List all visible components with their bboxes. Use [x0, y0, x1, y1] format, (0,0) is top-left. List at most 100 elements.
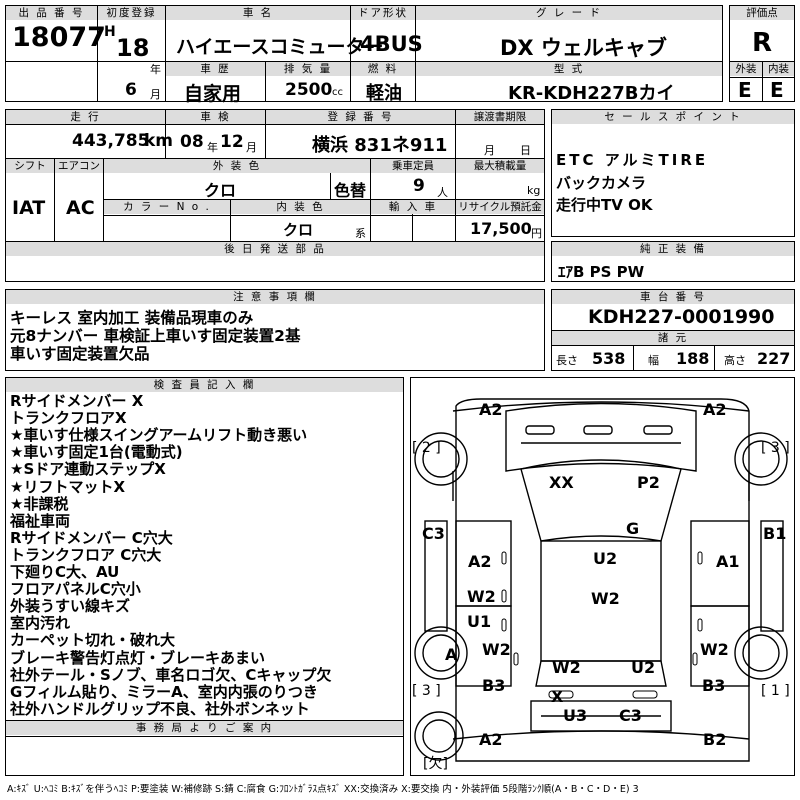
mark: C3	[422, 524, 445, 543]
mark: XX	[549, 473, 574, 492]
transfer-day-unit: 日	[520, 144, 531, 157]
length-value: 538	[592, 349, 626, 368]
mark: U1	[467, 612, 492, 631]
corner-tr: [ 3 ]	[761, 440, 790, 456]
history-value: 自家用	[184, 83, 242, 105]
note-line-2: 元8ナンバー 車検証上車いす固定装置2基	[10, 327, 301, 345]
model-name-label: 車 名	[166, 6, 350, 20]
recycle-unit: 円	[531, 227, 542, 240]
mark: W2	[552, 658, 581, 677]
transfer-month-unit: 月	[484, 144, 495, 157]
sales-point-1: ETC アルミTIRE	[556, 151, 709, 169]
length-label: 長さ	[556, 354, 578, 367]
plate-value: 横浜 831ネ911	[312, 135, 448, 156]
mark: B1	[763, 524, 787, 543]
inspection-label: 車 検	[166, 110, 265, 124]
inspector-note: ★リフトマットX	[10, 477, 126, 496]
first-reg-label: 初度登録	[98, 6, 165, 20]
int-color-unit: 系	[355, 227, 366, 240]
missing-label: [欠]	[423, 756, 448, 772]
notes-label: 注 意 事 項 欄	[6, 290, 544, 304]
mark: U2	[631, 658, 656, 677]
sales-points-label: セ ー ル ス ポ イ ン ト	[552, 110, 794, 124]
damage-diagram: [ 2 ] [ 3 ] [ 3 ] [ 1 ] [欠] A2 A2 XX P2 …	[410, 377, 795, 776]
mileage-label: 走 行	[6, 110, 165, 124]
inspector-note: Gフィルム貼り、ミラーA、室内内張のりつき	[10, 682, 318, 701]
note-line-1: キーレス 室内加工 装備品現車のみ	[10, 309, 254, 327]
height-label: 高さ	[724, 354, 746, 367]
interior-grade: E	[770, 78, 784, 102]
office-label: 事 務 局 よ り ご 案 内	[6, 721, 403, 735]
note-line-3: 車いす固定装置欠品	[10, 345, 150, 363]
max-load-label: 最大積載量	[456, 159, 544, 173]
width-label: 幅	[648, 354, 659, 367]
displacement-value: 2500	[285, 80, 333, 100]
genuine-value: ｴｱB PS PW	[558, 263, 645, 281]
transfer-label: 譲渡書期限	[456, 110, 544, 124]
score-label: 評価点	[730, 6, 794, 20]
specs-label: 諸 元	[552, 331, 794, 345]
inspector-note: ★非課税	[10, 494, 69, 513]
inspector-note: 室内汚れ	[10, 614, 71, 633]
mark: A2	[703, 400, 727, 419]
corner-br: [ 1 ]	[761, 683, 790, 699]
exterior-grade: E	[738, 78, 752, 102]
inspector-note: 福祉車両	[10, 511, 71, 530]
detail-block	[5, 109, 545, 242]
genuine-label: 純 正 装 備	[552, 242, 794, 256]
mark: W2	[591, 589, 620, 608]
grade-label: グ レ ー ド	[416, 6, 722, 20]
recycle-label: リサイクル預託金	[456, 200, 544, 214]
shift-value: IAT	[12, 197, 46, 219]
inspector-note: 社外ハンドルグリップ不良、社外ボンネット	[10, 699, 310, 718]
width-value: 188	[676, 349, 710, 368]
corner-tl: [ 2 ]	[412, 440, 441, 456]
mark: A2	[479, 730, 503, 749]
cc-unit: cc	[332, 87, 343, 98]
header-block	[5, 5, 723, 102]
inspector-note: トランクフロアX	[10, 409, 127, 428]
sales-points-box	[551, 109, 795, 237]
mileage-value: 443,785	[72, 131, 150, 151]
ext-color-label: 外 装 色	[104, 159, 370, 173]
recycle-value: 17,500	[470, 219, 532, 238]
legend-text: A:ｷｽﾞ U:ﾍｺﾐ B:ｷｽﾞを伴うﾍｺﾐ P:要塗装 W:補修跡 S:錆 …	[7, 784, 639, 795]
max-load-unit: kg	[527, 184, 541, 197]
mark: W2	[700, 640, 729, 659]
mark: W2	[467, 587, 496, 606]
score-value: R	[752, 28, 773, 58]
inspector-note: フロアパネルC穴小	[10, 580, 141, 599]
model-type-value: KR-KDH227Bカイ	[508, 83, 675, 104]
shift-label: シフト	[6, 159, 54, 173]
model-name: ハイエースコミューター	[176, 36, 384, 58]
color-no-label: カ ラ ー N o .	[104, 200, 230, 214]
inspection-month: 12	[220, 132, 244, 152]
mark: W2	[482, 640, 511, 659]
chassis-label: 車 台 番 号	[552, 290, 794, 304]
inspection-month-unit: 月	[246, 141, 257, 154]
inspector-note: ★Sドア連動ステップX	[10, 460, 166, 479]
mark: U2	[593, 549, 618, 568]
door-type: 4BUS	[360, 32, 423, 56]
mark: C3	[619, 706, 642, 725]
capacity-value: 9	[413, 176, 425, 196]
fuel-label: 燃 料	[351, 62, 415, 76]
mark: B3	[482, 676, 506, 695]
inspector-note: Rサイドメンバー X	[10, 392, 144, 410]
mark: A2	[479, 400, 503, 419]
sales-point-2: バックカメラ	[556, 174, 647, 192]
corner-bl: [ 3 ]	[412, 683, 441, 699]
inspector-note: ★車いす仕様スイングアームリフト動き悪い	[10, 426, 308, 445]
inspector-note: 下廻りC大、AU	[10, 563, 120, 581]
inspector-label: 検 査 員 記 入 欄	[6, 378, 403, 392]
inspector-note: トランクフロア C穴大	[10, 545, 162, 564]
lot-number: 18077	[12, 22, 106, 53]
ext-color-value: クロ	[204, 181, 237, 200]
grade-value: DX ウェルキャブ	[500, 36, 667, 60]
sales-point-3: 走行中TV OK	[556, 196, 653, 214]
int-color-label: 内 装 色	[231, 200, 370, 214]
mark: G	[626, 519, 640, 538]
color-change: 色替	[334, 181, 367, 200]
chassis-number: KDH227-0001990	[588, 306, 775, 328]
